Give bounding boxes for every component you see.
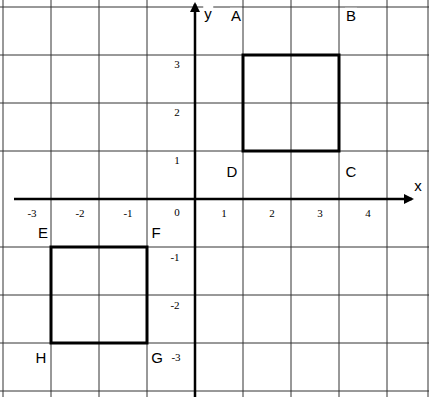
tick-number: 4 xyxy=(364,207,372,219)
vertex-label: C xyxy=(345,164,358,181)
tick-number: 2 xyxy=(173,106,181,118)
tick-number: 1 xyxy=(173,154,181,166)
tick-number: 0 xyxy=(173,206,181,218)
tick-number: 1 xyxy=(220,207,228,219)
axis-label: x xyxy=(413,178,423,195)
vertex-label: B xyxy=(345,8,357,25)
square-efgh xyxy=(51,247,147,343)
tick-number: -3 xyxy=(170,351,181,363)
tick-number: -2 xyxy=(169,299,180,311)
tick-number: -3 xyxy=(26,207,37,219)
y-axis xyxy=(194,4,197,397)
vertex-label: E xyxy=(37,225,49,242)
vertex-label: D xyxy=(226,164,239,181)
tick-number: -1 xyxy=(122,207,133,219)
vertex-label: G xyxy=(150,350,164,367)
tick-number: -1 xyxy=(169,251,180,263)
tick-number: 3 xyxy=(173,58,181,70)
tick-number: -2 xyxy=(74,207,85,219)
tick-number: 2 xyxy=(268,207,276,219)
vertex-label: A xyxy=(230,8,242,25)
vertex-label: F xyxy=(150,225,161,242)
tick-number: 3 xyxy=(316,207,324,219)
axis-label: y xyxy=(203,6,213,23)
square-abcd xyxy=(243,55,339,151)
x-axis xyxy=(14,198,412,201)
vertex-label: H xyxy=(35,350,48,367)
